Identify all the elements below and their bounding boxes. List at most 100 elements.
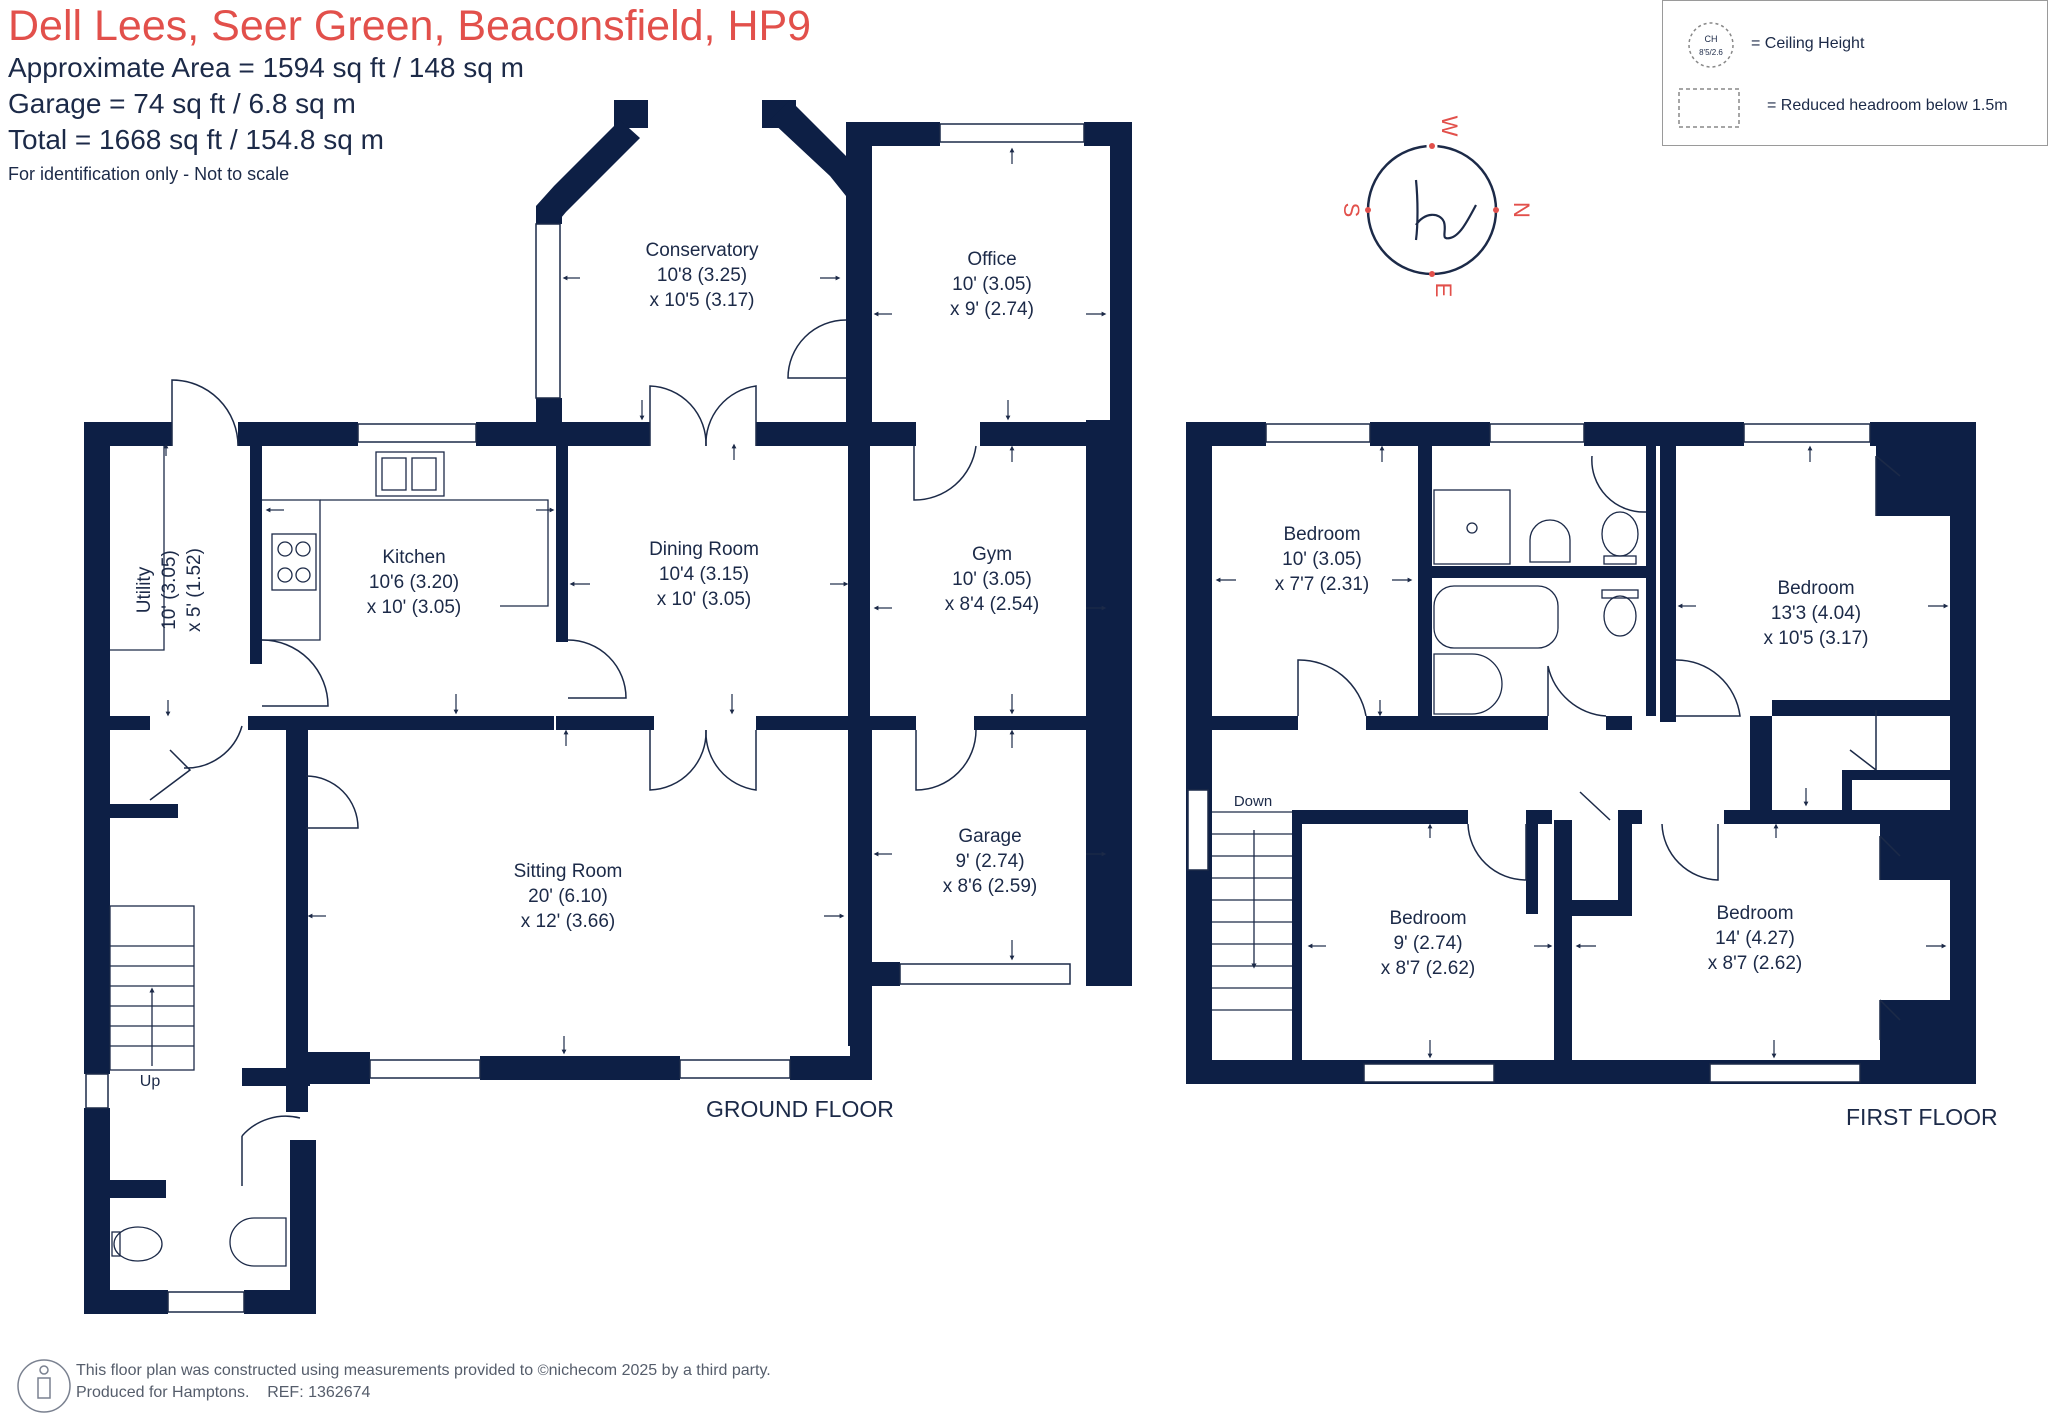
room-bedroom-3: Bedroom 9' (2.74) x 8'7 (2.62)	[1381, 908, 1475, 979]
room-gym: Gym 10' (3.05) x 8'4 (2.54)	[945, 544, 1039, 615]
stairs-up-label: Up	[140, 1073, 161, 1090]
compass-south: S	[1339, 203, 1364, 218]
room-dim: x 10' (3.05)	[367, 597, 461, 618]
room-dim: x 8'6 (2.59)	[943, 876, 1037, 897]
room-conservatory: Conservatory 10'8 (3.25) x 10'5 (3.17)	[646, 240, 759, 311]
kitchen-fixtures	[110, 446, 549, 651]
room-kitchen: Kitchen 10'6 (3.20) x 10' (3.05)	[367, 547, 461, 618]
room-sitting: Sitting Room 20' (6.10) x 12' (3.66)	[514, 861, 623, 932]
approximate-area: Approximate Area = 1594 sq ft / 148 sq m	[8, 52, 524, 83]
ch-badge-line1: CH	[1705, 34, 1718, 44]
room-name: Sitting Room	[514, 861, 623, 882]
room-name: Office	[967, 249, 1016, 270]
disclaimer-note: For identification only - Not to scale	[8, 164, 290, 184]
compass-ring	[1366, 144, 1498, 276]
room-dim: 9' (2.74)	[955, 851, 1024, 872]
ground-floor-doors	[149, 319, 977, 1186]
footer-line1: This floor plan was constructed using me…	[76, 1362, 771, 1379]
legend: CH 8'5/2.6 = Ceiling Height = Reduced he…	[1662, 0, 2048, 146]
footer-produced: Produced for Hamptons.	[76, 1384, 250, 1401]
room-dim: x 8'4 (2.54)	[945, 594, 1039, 615]
first-floor-walls	[1186, 422, 1976, 1084]
compass-north: N	[1509, 202, 1534, 218]
room-dim: x 9' (2.74)	[950, 299, 1034, 320]
footer-line2: Produced for Hamptons. REF: 1362674	[76, 1382, 771, 1404]
h-monogram-icon	[1414, 179, 1477, 241]
room-bedroom-1: Bedroom 10' (3.05) x 7'7 (2.31)	[1275, 524, 1369, 595]
room-name: Bedroom	[1716, 903, 1793, 924]
compass-east: E	[1431, 283, 1456, 298]
room-name: Bedroom	[1777, 578, 1854, 599]
room-dim: 10'4 (3.15)	[659, 564, 749, 585]
room-name: Gym	[972, 544, 1012, 565]
room-dim: x 8'7 (2.62)	[1708, 953, 1802, 974]
legend-reduced-headroom: = Reduced headroom below 1.5m	[1767, 97, 2008, 114]
basin2-icon	[1433, 653, 1503, 715]
ground-measure-arrows	[163, 147, 1107, 1055]
room-dim: x 10'5 (3.17)	[1763, 628, 1868, 649]
compass: W N S E	[1339, 116, 1534, 298]
room-dim: 14' (4.27)	[1715, 928, 1795, 949]
room-dining: Dining Room 10'4 (3.15) x 10' (3.05)	[649, 539, 759, 610]
room-name: Conservatory	[646, 240, 759, 261]
room-dim: x 7'7 (2.31)	[1275, 574, 1369, 595]
room-dim: 10' (3.05)	[1282, 549, 1362, 570]
toilet2-icon	[1603, 595, 1637, 637]
first-stairs	[1212, 811, 1292, 1011]
first-floor-windows	[1187, 423, 1871, 1083]
room-name: Bedroom	[1283, 524, 1360, 545]
ground-stairs	[109, 905, 195, 1071]
room-dim: 10' (3.05)	[159, 550, 180, 630]
room-dim: 13'3 (4.04)	[1771, 603, 1861, 624]
room-dim: 9' (2.74)	[1393, 933, 1462, 954]
room-dim: 10' (3.05)	[952, 569, 1032, 590]
room-bedroom-2: Bedroom 13'3 (4.04) x 10'5 (3.17)	[1763, 578, 1868, 649]
ceiling-height-icon	[1688, 22, 1734, 68]
reduced-headroom-icon	[1678, 88, 1740, 128]
room-name: Kitchen	[382, 547, 445, 568]
room-name: Bedroom	[1389, 908, 1466, 929]
bathroom-fixtures	[1433, 489, 1639, 715]
bath-icon	[1433, 585, 1559, 649]
first-floor-doors	[1297, 455, 1901, 1040]
footer-prefix: This floor plan was constructed using me…	[76, 1362, 534, 1379]
shower-icon	[1433, 489, 1511, 565]
room-labels: Conservatory 10'8 (3.25) x 10'5 (3.17) O…	[134, 240, 1869, 1090]
garage-area: Garage = 74 sq ft / 6.8 sq m	[8, 88, 356, 119]
room-dim: 10'6 (3.20)	[369, 572, 459, 593]
person-scale-icon	[17, 1359, 71, 1413]
toilet-icon	[1601, 511, 1639, 557]
property-title: Dell Lees, Seer Green, Beaconsfield, HP9	[8, 2, 812, 50]
hob-icon	[271, 533, 317, 591]
room-dim: x 10' (3.05)	[657, 589, 751, 610]
ground-floor-walls	[84, 100, 1132, 1314]
room-dim: 20' (6.10)	[528, 886, 608, 907]
legend-ceiling-height: = Ceiling Height	[1751, 35, 1865, 52]
room-name: Garage	[958, 826, 1021, 847]
room-office: Office 10' (3.05) x 9' (2.74)	[950, 249, 1034, 320]
sink-icon	[375, 451, 445, 497]
total-area: Total = 1668 sq ft / 154.8 sq m	[8, 124, 384, 155]
room-dim: x 5' (1.52)	[184, 548, 205, 632]
nichecom-logo: nichecom	[548, 1362, 618, 1379]
ch-badge-line2: 8'5/2.6	[1699, 48, 1723, 57]
room-dim: x 12' (3.66)	[521, 911, 615, 932]
basin-icon	[229, 1217, 287, 1267]
room-dim: x 10'5 (3.17)	[649, 290, 754, 311]
wc-fixtures	[111, 1217, 287, 1267]
room-dim: 10'8 (3.25)	[657, 265, 747, 286]
footer-ref: REF: 1362674	[267, 1384, 371, 1401]
room-name: Dining Room	[649, 539, 759, 560]
room-bedroom-4: Bedroom 14' (4.27) x 8'7 (2.62)	[1708, 903, 1802, 974]
footer-suffix: 2025 by a third party.	[621, 1362, 771, 1379]
room-garage: Garage 9' (2.74) x 8'6 (2.59)	[943, 826, 1037, 897]
legend-icons: CH 8'5/2.6	[1678, 22, 1740, 128]
room-utility: Utility 10' (3.05) x 5' (1.52)	[134, 548, 205, 632]
compass-west: W	[1437, 116, 1462, 137]
room-name: Utility	[134, 566, 155, 613]
first-measure-arrows	[1215, 445, 1949, 1059]
ground-floor-label: GROUND FLOOR	[706, 1096, 894, 1122]
toilet-icon	[113, 1226, 163, 1262]
ground-floor-windows	[85, 123, 1085, 1313]
